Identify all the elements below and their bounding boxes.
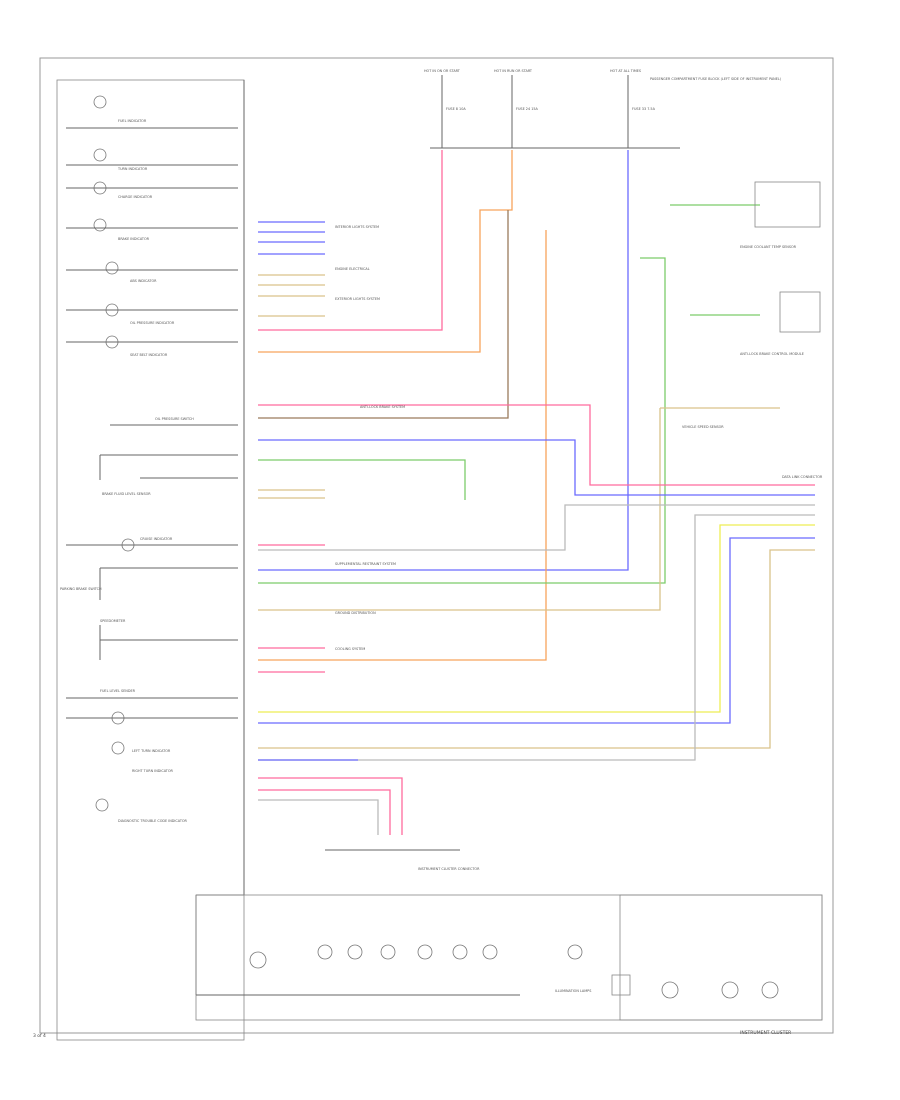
svg-text:ILLUMINATION LAMPS: ILLUMINATION LAMPS — [555, 989, 591, 993]
left-turn-indicator — [66, 711, 238, 725]
fuse-2-rating: FUSE 24 15A — [516, 107, 539, 111]
svg-text:BRAKE INDICATOR: BRAKE INDICATOR — [118, 237, 150, 241]
speedometer: SPEEDOMETER — [99, 619, 238, 660]
svg-text:OIL PRESSURE INDICATOR: OIL PRESSURE INDICATOR — [130, 321, 175, 325]
right-comp-2: ANTI-LOCK BRAKE CONTROL MODULE — [740, 352, 804, 356]
svg-text:OIL PRESSURE SWITCH: OIL PRESSURE SWITCH — [155, 417, 194, 421]
blue-right-2 — [258, 537, 815, 724]
svg-text:DIAGNOSTIC TROUBLE CODE INDICA: DIAGNOSTIC TROUBLE CODE INDICATOR — [118, 819, 188, 823]
indicator-5: ABS INDICATOR — [66, 261, 238, 283]
right-turn-indicator: LEFT TURN INDICATOR RIGHT TURN INDICATOR — [111, 741, 174, 773]
bottom-lamp-box — [195, 894, 823, 1021]
fuse-3-label: HOT AT ALL TIMES — [610, 69, 641, 73]
svg-text:FUEL INDICATOR: FUEL INDICATOR — [118, 119, 147, 123]
parking-brake-switch: PARKING BRAKE SWITCH — [60, 567, 238, 600]
right-bottom-box — [619, 894, 823, 1021]
indicator-2: TURN INDICATOR — [66, 148, 238, 171]
right-comp-3: VEHICLE SPEED SENSOR — [682, 425, 724, 429]
tan-right-2 — [258, 549, 815, 749]
group-2: ENGINE ELECTRICAL — [335, 267, 370, 271]
indicator-7: SEAT BELT INDICATOR — [66, 335, 238, 357]
brake-fluid-switch: BRAKE FLUID LEVEL SENSOR — [99, 454, 238, 496]
blue-right — [258, 439, 815, 496]
tan-wire-down — [258, 408, 661, 611]
bottom-connector-label: INSTRUMENT CLUSTER CONNECTOR — [418, 867, 480, 871]
switch-box-1 — [754, 181, 821, 228]
svg-text:RIGHT TURN INDICATOR: RIGHT TURN INDICATOR — [132, 769, 174, 773]
svg-text:SEAT BELT INDICATOR: SEAT BELT INDICATOR — [130, 353, 168, 357]
cruise-indicator: CRUISE INDICATOR — [66, 537, 238, 552]
svg-text:CHARGE INDICATOR: CHARGE INDICATOR — [118, 195, 153, 199]
cluster-left-box — [56, 79, 245, 1041]
indicator-6: OIL PRESSURE INDICATOR — [66, 303, 238, 325]
svg-text:FUEL LEVEL SENDER: FUEL LEVEL SENDER — [100, 689, 136, 693]
indicator-3: CHARGE INDICATOR — [66, 181, 238, 199]
right-comp-1: ENGINE COOLANT TEMP SENSOR — [740, 245, 797, 249]
feed-pink — [258, 150, 443, 331]
bottom-gray-1 — [258, 799, 379, 835]
dtc-indicator: DIAGNOSTIC TROUBLE CODE INDICATOR — [95, 798, 188, 823]
fuse-block-label: PASSENGER COMPARTMENT FUSE BLOCK (LEFT S… — [650, 77, 782, 81]
switch-box-2 — [779, 291, 821, 333]
pink-right — [258, 404, 815, 486]
svg-text:BRAKE FLUID LEVEL SENSOR: BRAKE FLUID LEVEL SENSOR — [102, 492, 151, 496]
bottom-lamps: ILLUMINATION LAMPS — [196, 944, 779, 999]
yellow-right — [258, 524, 815, 713]
fuse-3-rating: FUSE 33 7.5A — [632, 107, 656, 111]
footer-title: INSTRUMENT CLUSTER — [740, 1031, 792, 1036]
group-3: EXTERIOR LIGHTS SYSTEM — [335, 297, 380, 301]
feed-blue — [258, 150, 629, 571]
svg-text:LEFT TURN INDICATOR: LEFT TURN INDICATOR — [132, 749, 171, 753]
green-wire-2 — [258, 257, 666, 584]
feed-orange-2 — [258, 230, 547, 661]
svg-text:CRUISE INDICATOR: CRUISE INDICATOR — [140, 537, 173, 541]
group-5: SUPPLEMENTAL RESTRAINT SYSTEM — [335, 562, 396, 566]
svg-text:SPEEDOMETER: SPEEDOMETER — [100, 619, 126, 623]
group-1: INTERIOR LIGHTS SYSTEM — [335, 225, 379, 229]
svg-text:PARKING BRAKE SWITCH: PARKING BRAKE SWITCH — [60, 587, 102, 591]
group-6: GROUND DISTRIBUTION — [335, 611, 376, 615]
bottom-pink-2 — [258, 789, 391, 835]
gray-right-2 — [258, 514, 815, 761]
gray-right — [258, 504, 815, 551]
fuse-2-label: HOT IN RUN OR START — [494, 69, 533, 73]
group-4: ANTI-LOCK BRAKE SYSTEM — [360, 405, 405, 409]
green-short — [258, 459, 466, 500]
right-comp-4: DATA LINK CONNECTOR — [782, 475, 823, 479]
feed-brown — [258, 210, 509, 419]
corner-tag: 3 of 4 — [33, 1034, 46, 1039]
fuel-sender: FUEL LEVEL SENDER — [66, 689, 238, 699]
bottom-pink-1 — [258, 777, 403, 835]
group-7: COOLING SYSTEM — [335, 647, 365, 651]
fuse-1-rating: FUSE 8 10A — [446, 107, 466, 111]
svg-text:ABS INDICATOR: ABS INDICATOR — [130, 279, 157, 283]
oil-pressure-switch: OIL PRESSURE SWITCH — [110, 417, 238, 426]
outer-frame — [39, 57, 834, 1034]
feed-orange — [258, 150, 513, 353]
indicator-1: FUEL INDICATOR — [66, 95, 238, 129]
svg-text:TURN INDICATOR: TURN INDICATOR — [117, 167, 148, 171]
indicator-4: BRAKE INDICATOR — [66, 218, 238, 241]
fuse-1-label: HOT IN ON OR START — [424, 69, 461, 73]
